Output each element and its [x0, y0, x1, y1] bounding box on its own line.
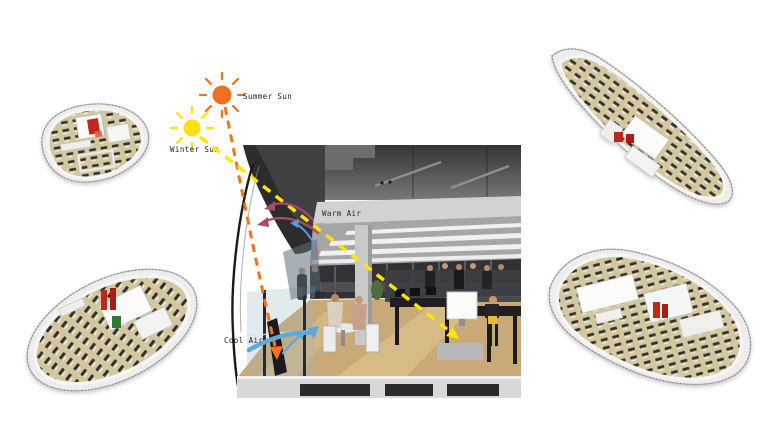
render-light-strip-2 [329, 233, 521, 246]
winter-ray-arrow [198, 135, 450, 332]
summer-ray-arrow [223, 106, 277, 347]
render-canopy-shade [255, 145, 325, 231]
summer-ray-arrowhead [270, 346, 283, 360]
floor-plate-crescent-body [551, 48, 734, 205]
render-floor-light [335, 302, 475, 378]
summer-sun-icon [198, 71, 246, 119]
render-strut-bolt-2 [388, 180, 392, 184]
plate-red-furniture [101, 290, 107, 310]
winter-sun-label: Winter Sun [170, 145, 219, 154]
cool-air-label: Cool Air [224, 336, 263, 345]
plate-green-furniture [112, 316, 121, 328]
plate-red-furniture [86, 118, 101, 135]
warm-air-label: Warm Air [322, 209, 361, 218]
plate-red-furniture-2 [662, 304, 668, 318]
render-meeting-group [322, 280, 383, 353]
plate-mullions [551, 48, 734, 205]
floor-plate-oval-image [26, 268, 198, 392]
floor-plate-oval-body [26, 268, 198, 392]
warm-air-arrowhead [264, 201, 275, 211]
floor-plate-small-body [41, 103, 150, 183]
plate-partition [58, 297, 86, 318]
render-light-strip [345, 223, 521, 235]
floor-plate-bean-image [548, 248, 752, 386]
warm-air-arrowhead-2 [257, 217, 269, 227]
render-right-office [390, 263, 521, 364]
render-column-shade [368, 225, 372, 345]
render-strut-2 [450, 164, 510, 190]
plate-red-furniture [614, 132, 623, 142]
render-duct [321, 145, 375, 170]
warm-air-rise-arrowhead [290, 219, 299, 228]
plate-red-furniture [653, 302, 660, 318]
winter-ray-arrowhead [446, 327, 459, 339]
render-strut [374, 160, 442, 188]
plate-red-furniture-2 [626, 134, 634, 143]
plate-red-furniture-2 [110, 288, 116, 310]
section-render-image [231, 145, 521, 398]
plate-core-walls [598, 114, 670, 178]
plate-mullions [548, 248, 752, 386]
summer-sun-label: Summer Sun [243, 92, 292, 101]
render-strut-bolt [380, 181, 384, 185]
render-facade-profile [231, 163, 255, 387]
floor-plate-bean-body [548, 248, 752, 386]
plate-mullions [41, 103, 150, 183]
render-slab-recess-2 [385, 384, 433, 396]
render-slab-recess [300, 384, 370, 396]
plate-red-furniture-2 [94, 130, 103, 138]
render-facade-profile-inner [239, 165, 260, 333]
render-slab-recess-3 [447, 384, 499, 396]
render-facade-glazing [283, 239, 321, 300]
cool-air-arrowhead-2 [297, 330, 306, 340]
cool-air-arrowhead [307, 326, 319, 339]
plate-core-walls-2 [133, 306, 174, 341]
cool-air-arrow [246, 330, 313, 353]
render-slab-highlight [237, 376, 521, 379]
floor-plate-crescent-image [551, 48, 734, 205]
floor-plate-small-image [41, 103, 150, 183]
render-fascia [313, 196, 521, 224]
